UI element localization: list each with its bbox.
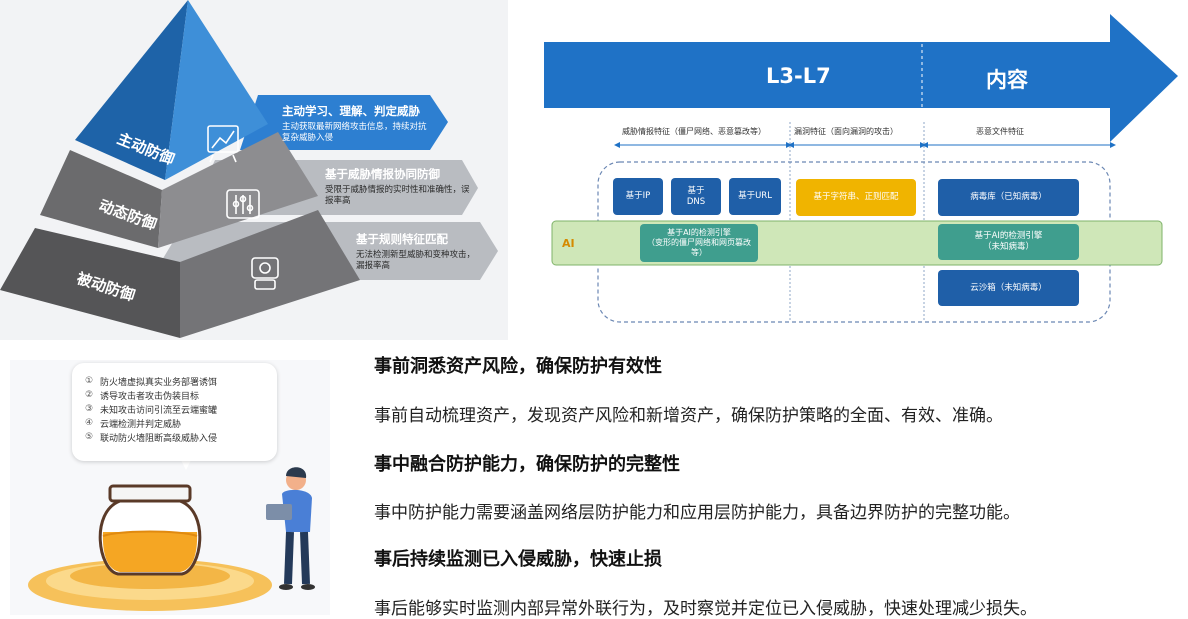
arrow-shape [544,14,1178,142]
jar-honey [102,532,198,572]
section-label: 漏洞特征（面向漏洞的攻击） [794,127,898,136]
feature-panel: L3-L7 内容 威胁情报特征（僵尸网络、恶意篡改等） 漏洞特征（面向漏洞的攻击… [540,10,1188,340]
heading-after: 事后持续监测已入侵威胁，快速止损 [374,549,662,570]
step-number: ⑤ [84,432,94,442]
section-label: 恶意文件特征 [976,127,1024,136]
list-item: ② 诱导攻击者攻击伪装目标 [78,388,217,402]
chip-ip: 基于IP [613,178,663,215]
step-text: 诱导攻击者攻击伪装目标 [100,391,200,402]
arrow-right-label: 内容 [986,68,1028,92]
paragraph-after: 事后能够实时监测内部异常外联行为，及时察觉并定位已入侵威胁，快速处理减少损失。 [374,599,1037,619]
chip-ai-virus: 基于AI的检测引擎 （未知病毒） [938,224,1079,260]
steps-bubble: ① 防火墙虚拟真实业务部署诱饵 ② 诱导攻击者攻击伪装目标 ③ 未知攻击访问引流至云端… [72,363,277,461]
step-number: ④ [84,418,94,428]
chip-virus-db: 病毒库（已知病毒） [938,179,1079,216]
step-text: 未知攻击访问引流至云端蜜罐 [100,405,218,416]
paragraph-before: 事前自动梳理资产，发现资产风险和新增资产，确保防护策略的全面、有效、准确。 [374,406,1003,426]
pyramid-panel: 主动防御 动态防御 被动防御 主动学习、理解、判定威胁 主动获取最新网络攻击信息… [0,0,508,340]
pyramid-item-title: 基于规则特征匹配 [356,232,448,246]
pyramid-top-right [165,0,268,180]
step-text: 联动防火墙阻断高级威胁入侵 [100,433,218,444]
person-figure [266,467,315,590]
pyramid-bottom-right [180,210,360,338]
pyramid-item-2: 基于威胁情报协同防御 受限于威胁情报的实时性和准确性，误报率高 [325,167,473,207]
arrow-left-label: L3-L7 [766,64,831,88]
pyramid-item-desc: 无法检测新型威胁和变种攻击，漏报率高 [356,250,476,271]
steps-list: ① 防火墙虚拟真实业务部署诱饵 ② 诱导攻击者攻击伪装目标 ③ 未知攻击访问引流至云端… [78,374,217,444]
chip-url: 基于URL [729,178,781,215]
paragraph-during: 事中防护能力需要涵盖网络层防护能力和应用层防护能力，具备边界防护的完整功能。 [374,503,1020,523]
chart-icon [207,125,239,163]
step-number: ② [84,390,94,400]
sliders-icon [226,189,260,219]
chip-ai-web: 基于AI的检测引擎 （变形的僵尸网络和网页篡改等） [640,224,758,262]
pyramid-item-desc: 受限于威胁情报的实时性和准确性，误报率高 [325,185,470,206]
heading-during: 事中融合防护能力，确保防护的完整性 [374,454,680,475]
honeypot-graphic [28,458,315,611]
step-number: ① [84,376,94,386]
ai-label: AI [562,237,575,250]
honeypot-illustration: ① 防火墙虚拟真实业务部署诱饵 ② 诱导攻击者攻击伪装目标 ③ 未知攻击访问引流至云端… [10,360,330,615]
step-text: 防火墙虚拟真实业务部署诱饵 [100,377,218,388]
chip-string-match: 基于字符串、正则匹配 [796,179,916,216]
chip-dns: 基于 DNS [671,178,721,215]
heading-before: 事前洞悉资产风险，确保防护有效性 [374,356,662,377]
pyramid-middle-left [40,150,162,248]
pyramid-bottom-left [0,228,180,338]
chip-sandbox: 云沙箱（未知病毒） [938,270,1079,306]
pyramid-top-left [75,0,188,180]
pyramid-item-3: 基于规则特征匹配 无法检测新型威胁和变种攻击，漏报率高 [356,232,481,272]
pyramid-graphic [0,0,498,338]
pyramid-item-title: 基于威胁情报协同防御 [325,167,440,181]
list-item: ③ 未知攻击访问引流至云端蜜罐 [78,402,217,416]
pyramid-item-1: 主动学习、理解、判定威胁 主动获取最新网络攻击信息，持续对抗复杂威胁入侵 [282,104,427,144]
step-text: 云端检测并判定威胁 [100,419,182,430]
jar-lid [108,484,192,503]
feature-graphic [544,14,1178,323]
pyramid-item-title: 主动学习、理解、判定威胁 [282,104,420,118]
list-item: ① 防火墙虚拟真实业务部署诱饵 [78,374,217,388]
camera-icon [251,257,279,290]
list-item: ④ 云端检测并判定威胁 [78,416,217,430]
list-item: ⑤ 联动防火墙阻断高级威胁入侵 [78,430,217,444]
pyramid-item-desc: 主动获取最新网络攻击信息，持续对抗复杂威胁入侵 [282,122,427,143]
step-number: ③ [84,404,94,414]
banner-top [240,95,448,150]
section-label: 威胁情报特征（僵尸网络、恶意篡改等） [622,127,766,136]
